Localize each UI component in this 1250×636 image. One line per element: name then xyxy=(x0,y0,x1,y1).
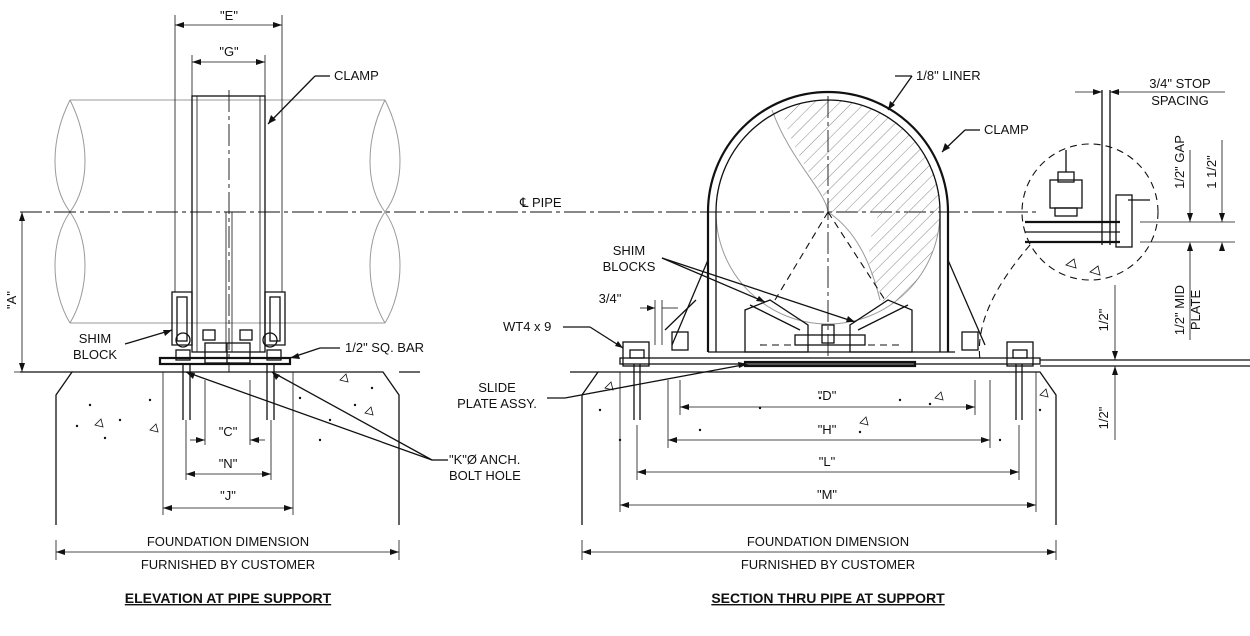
dim-n: "N" xyxy=(185,420,272,480)
liner-label: 1/8" LINER xyxy=(916,68,981,83)
foundation-section xyxy=(570,371,1057,525)
pipe-elevation xyxy=(54,99,401,324)
slide-label-1: SLIDE xyxy=(478,380,516,395)
dim-half-label-2: 1/2" xyxy=(1096,406,1111,429)
dim-j: "J" xyxy=(162,372,294,515)
wt-callout: WT4 x 9 xyxy=(503,319,624,349)
gussets xyxy=(671,259,986,346)
dim-three-quarter-label: 3/4" xyxy=(599,291,622,306)
elevation-title: ELEVATION AT PIPE SUPPORT xyxy=(125,590,332,606)
section-foundation-label-2: FURNISHED BY CUSTOMER xyxy=(741,557,915,572)
foundation-label-2: FURNISHED BY CUSTOMER xyxy=(141,557,315,572)
mid-label-2: PLATE xyxy=(1188,290,1203,331)
section-view: ℄ PIPE 1/8" LINER CLAMP SHIM BLOCKS xyxy=(457,68,1250,606)
section-foundation-label-1: FOUNDATION DIMENSION xyxy=(747,534,909,549)
pipe-section xyxy=(715,99,941,325)
stop-label-2: SPACING xyxy=(1151,93,1209,108)
dim-l-label: "L" xyxy=(819,454,836,469)
one-half-label: 1 1/2" xyxy=(1204,155,1219,189)
dim-l: "L" xyxy=(636,425,1020,480)
dim-a-label: "A" xyxy=(4,291,19,309)
dim-e-label: "E" xyxy=(220,8,238,23)
dim-h-label: "H" xyxy=(818,422,837,437)
dim-g: "G" xyxy=(191,44,266,96)
clamp-callout: CLAMP xyxy=(267,68,379,125)
dim-e: "E" xyxy=(174,8,283,292)
saddle-elevation xyxy=(158,291,292,420)
section-clamp-callout: CLAMP xyxy=(941,122,1029,153)
gap-label: 1/2" GAP xyxy=(1172,135,1187,189)
dim-m-label: "M" xyxy=(817,487,837,502)
dim-g-label: "G" xyxy=(219,44,239,59)
shim-blocks-label-1: SHIM xyxy=(613,243,646,258)
mid-label-1: 1/2" MID xyxy=(1172,285,1187,335)
slide-label-2: PLATE ASSY. xyxy=(457,396,537,411)
detail-contents xyxy=(1025,90,1150,276)
clamp-label: CLAMP xyxy=(334,68,379,83)
dim-half-label-1: 1/2" xyxy=(1096,308,1111,331)
shim-block-callout: SHIM BLOCK xyxy=(73,329,173,362)
slide-plate-callout: SLIDE PLATE ASSY. xyxy=(457,362,749,411)
dim-half-vertical: 1/2" 1/2" xyxy=(1096,285,1118,440)
shim-blocks-section xyxy=(744,299,913,353)
detail-view: 3/4" STOP SPACING 1/2" GAP 1 1/2" 1/2" M… xyxy=(978,76,1235,361)
section-clamp-label: CLAMP xyxy=(984,122,1029,137)
anchor-label-2: BOLT HOLE xyxy=(449,468,521,483)
section-title: SECTION THRU PIPE AT SUPPORT xyxy=(711,590,945,606)
shim-blocks-label-2: BLOCKS xyxy=(603,259,656,274)
foundation-label-1: FOUNDATION DIMENSION xyxy=(147,534,309,549)
liner-callout: 1/8" LINER xyxy=(887,68,981,111)
dim-d-label: "D" xyxy=(818,388,837,403)
anchor-label-1: "K"Ø ANCH. xyxy=(449,452,520,467)
foundation-dim-elevation: FOUNDATION DIMENSION FURNISHED BY CUSTOM… xyxy=(55,534,400,572)
dim-m: "M" xyxy=(619,372,1037,512)
elevation-view: "E" "G" "A" CLAMP SHIM BLOCK xyxy=(4,8,1040,606)
sq-bar-callout: 1/2" SQ. BAR xyxy=(289,340,424,359)
shim-block-label-1: SHIM xyxy=(79,331,112,346)
dim-c: "C" xyxy=(190,380,265,445)
wt-label: WT4 x 9 xyxy=(503,319,551,334)
shim-blocks-callout: SHIM BLOCKS xyxy=(603,243,856,323)
shim-block-label-2: BLOCK xyxy=(73,347,117,362)
anchor-bolt-callout: "K"Ø ANCH. BOLT HOLE xyxy=(185,371,521,483)
dim-a: "A" xyxy=(4,212,60,373)
stop-label-1: 3/4" STOP xyxy=(1149,76,1210,91)
pipe-cl-label: ℄ PIPE xyxy=(519,195,562,210)
dim-n-label: "N" xyxy=(219,456,238,471)
dim-j-label: "J" xyxy=(220,488,236,503)
dim-c-label: "C" xyxy=(219,424,238,439)
dim-d: "D" xyxy=(679,380,976,415)
dim-three-quarter: 3/4" xyxy=(599,291,697,345)
clamp-elevation xyxy=(191,90,266,372)
sq-bar-label: 1/2" SQ. BAR xyxy=(345,340,424,355)
foundation-dim-section: FOUNDATION DIMENSION FURNISHED BY CUSTOM… xyxy=(581,534,1057,572)
dim-h: "H" xyxy=(667,380,991,448)
